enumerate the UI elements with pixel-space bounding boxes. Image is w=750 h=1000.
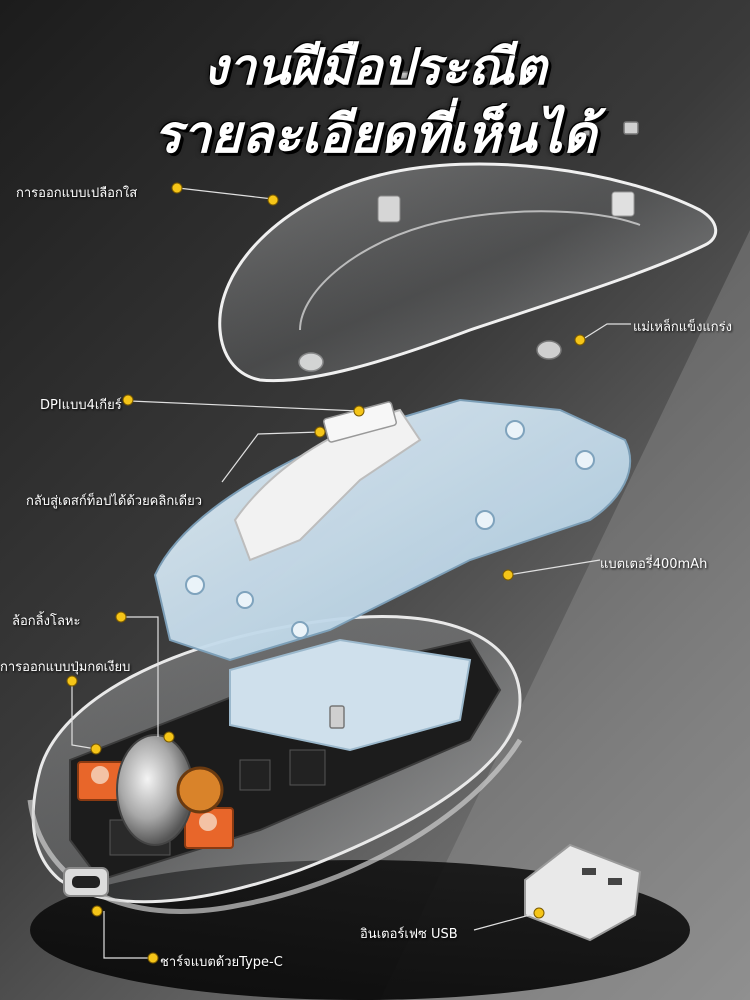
callout-dot-typec	[91, 905, 103, 917]
frame-holes	[185, 420, 595, 639]
headline-line-2: รายละเอียดที่เห็นได้	[153, 105, 597, 165]
usb-receiver-holes	[582, 868, 622, 885]
callout-dot-shell	[171, 182, 183, 194]
battery	[229, 638, 472, 752]
callout-dot-magnet	[574, 334, 586, 346]
callout-dot-wheel	[115, 611, 127, 623]
headline-line-1: งานฝีมือประณีต	[203, 38, 547, 96]
top-shell-inner	[299, 210, 641, 331]
callout-dot-dpi	[122, 394, 134, 406]
usb-receiver	[524, 843, 642, 942]
callout-silent-button: การออกแบบปุ่มกดเงียบ	[0, 660, 131, 675]
callout-lines	[71, 187, 631, 959]
encoder	[176, 766, 224, 814]
callout-one-click-desktop: กลับสู่เดสก์ท็อปได้ด้วยคลิกเดียว	[26, 494, 203, 509]
callout-strong-magnet: แม่เหล็กแข็งแกร่ง	[633, 320, 732, 335]
callout-type-c-charging: ชาร์จแบตด้วยType-C	[160, 955, 283, 970]
callout-dot-desktop	[314, 426, 326, 438]
callout-metal-scroll-wheel: ล้อกลิ้งโลหะ	[12, 614, 81, 629]
callout-dot-battery	[502, 569, 514, 581]
callout-dpi-4-gear: DPIแบบ4เกียร์	[40, 398, 122, 413]
inner-frame	[153, 398, 631, 662]
callout-dots	[66, 182, 586, 964]
callout-transparent-shell: การออกแบบเปลือกใส	[16, 186, 138, 201]
callout-dot-silent	[66, 675, 78, 687]
top-shell	[218, 162, 718, 383]
callout-usb-interface: อินเตอร์เฟซ USB	[360, 927, 458, 942]
background-light	[380, 230, 750, 1000]
callout-battery-400mah: แบตเตอรี่400mAh	[600, 557, 708, 572]
bottom-shell-rim	[27, 738, 523, 914]
callout-dot-usb	[533, 907, 545, 919]
